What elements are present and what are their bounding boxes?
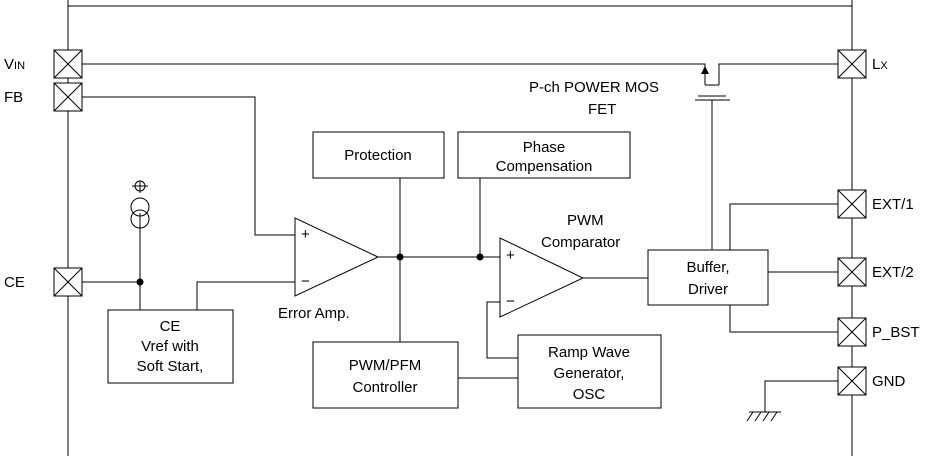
junction-dot-ce bbox=[136, 278, 144, 286]
ramp-wave-generator-block: Ramp Wave Generator, OSC bbox=[517, 334, 662, 409]
ce-vref-label-3: Soft Start, bbox=[137, 358, 204, 375]
pin-vin-label: VIN bbox=[4, 56, 25, 73]
current-source-symbol bbox=[130, 180, 150, 229]
junction-dot-erramp bbox=[396, 253, 404, 261]
error-amp-plus: + bbox=[301, 226, 310, 243]
comparator-plus: + bbox=[506, 247, 515, 264]
protection-label: Protection bbox=[344, 147, 412, 164]
pwm-pfm-label-2: Controller bbox=[352, 379, 417, 396]
pin-pbst bbox=[837, 317, 867, 347]
buffer-label-1: Buffer, bbox=[686, 259, 729, 276]
error-amp-label: Error Amp. bbox=[278, 305, 350, 322]
phase-compensation-block: Phase Compensation bbox=[457, 131, 631, 179]
buffer-driver-block: Buffer, Driver bbox=[647, 249, 769, 306]
pwm-comparator-label-1: PWM bbox=[567, 212, 604, 229]
power-mosfet-symbol bbox=[698, 66, 726, 97]
pwm-pfm-label-1: PWM/PFM bbox=[349, 357, 422, 374]
pin-ext2-label: EXT/2 bbox=[872, 264, 914, 281]
phase-comp-label-1: Phase bbox=[523, 139, 566, 156]
junction-dot-phase bbox=[476, 253, 484, 261]
ic-outline bbox=[67, 0, 853, 456]
ce-vref-label-1: CE bbox=[160, 318, 181, 335]
buffer-label-2: Driver bbox=[688, 281, 728, 298]
ce-vref-block: CE Vref with Soft Start, bbox=[107, 309, 234, 384]
ce-vref-label-2: Vref with bbox=[141, 338, 199, 355]
pin-ce-label: CE bbox=[4, 274, 25, 291]
pin-ext2 bbox=[837, 257, 867, 287]
pin-fb-label: FB bbox=[4, 89, 23, 106]
pwm-comparator: + − bbox=[499, 237, 585, 318]
pwm-pfm-controller-block: PWM/PFM Controller bbox=[312, 341, 459, 409]
pin-fb bbox=[53, 82, 83, 112]
ramp-label-1: Ramp Wave bbox=[548, 344, 630, 361]
pin-ext1 bbox=[837, 189, 867, 219]
pin-ce bbox=[53, 267, 83, 297]
pin-lx bbox=[837, 49, 867, 79]
pin-gnd bbox=[837, 366, 867, 396]
power-mos-label-1: P-ch POWER MOS bbox=[529, 79, 659, 96]
pin-ext1-label: EXT/1 bbox=[872, 196, 914, 213]
ramp-label-3: OSC bbox=[573, 386, 606, 403]
pin-vin bbox=[53, 49, 83, 79]
pwm-comparator-label-2: Comparator bbox=[541, 234, 620, 251]
ramp-label-2: Generator, bbox=[554, 365, 625, 382]
error-amp-minus: − bbox=[301, 273, 310, 290]
protection-block: Protection bbox=[312, 131, 445, 179]
power-mos-label-2: FET bbox=[588, 101, 616, 118]
error-amplifier: + − bbox=[294, 217, 380, 297]
pin-lx-label: LX bbox=[872, 56, 888, 73]
pin-gnd-label: GND bbox=[872, 373, 906, 390]
ground-symbol bbox=[746, 411, 781, 422]
comparator-minus: − bbox=[506, 293, 515, 310]
pin-pbst-label: P_BST bbox=[872, 324, 920, 341]
phase-comp-label-2: Compensation bbox=[496, 158, 593, 175]
